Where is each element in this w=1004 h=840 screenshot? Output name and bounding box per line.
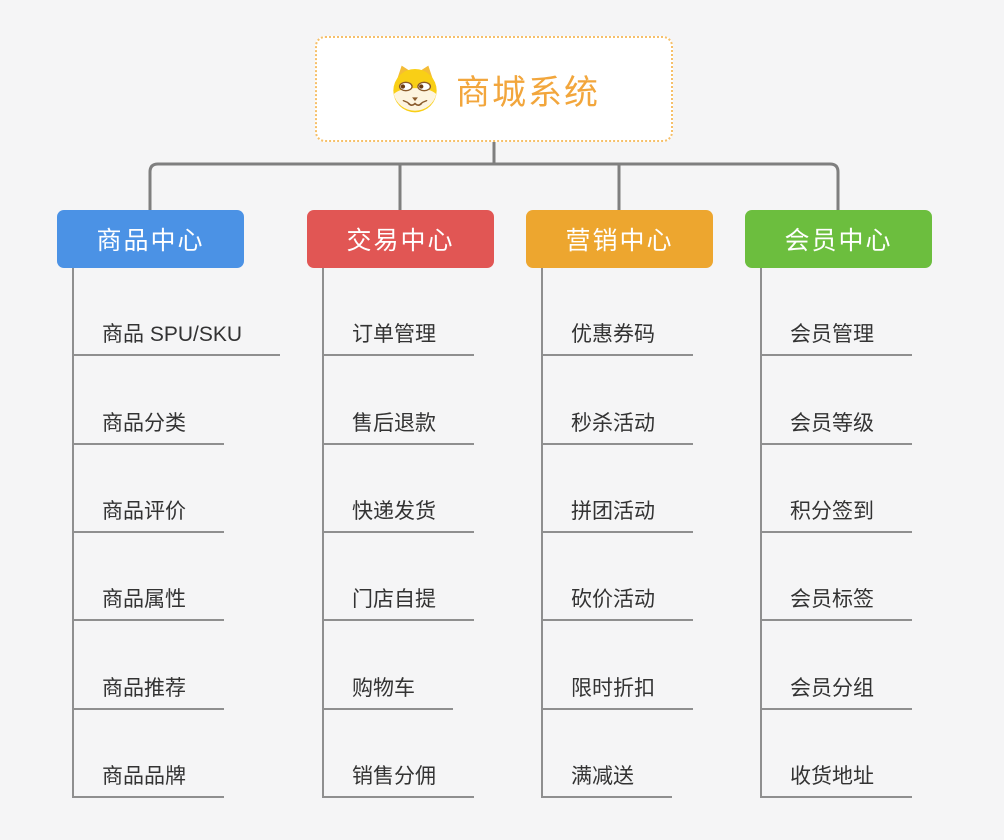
- leaf-node[interactable]: 满减送: [543, 760, 672, 798]
- leaf-row: 商品推荐: [74, 621, 244, 710]
- leaf-node[interactable]: 拼团活动: [543, 495, 693, 533]
- leaf-node[interactable]: 砍价活动: [543, 583, 693, 622]
- leaf-row: 商品评价: [74, 445, 244, 533]
- branch-children-product-center: 商品 SPU/SKU 商品分类 商品评价 商品属性 商品推荐 商品品牌: [72, 268, 281, 798]
- leaf-row: 会员管理: [762, 268, 932, 357]
- leaf-row: 销售分佣: [324, 710, 494, 798]
- leaf-row: 商品 SPU/SKU: [74, 268, 281, 357]
- leaf-row: 快递发货: [324, 445, 494, 533]
- branch-member-center: 会员中心 会员管理 会员等级 积分签到 会员标签 会员分组 收货地址: [745, 210, 932, 798]
- leaf-node[interactable]: 会员管理: [762, 318, 912, 357]
- leaf-row: 订单管理: [324, 268, 494, 357]
- branch-node-member-center[interactable]: 会员中心: [745, 210, 932, 268]
- leaf-row: 收货地址: [762, 710, 932, 798]
- leaf-node[interactable]: 收货地址: [762, 760, 912, 798]
- leaf-node[interactable]: 商品品牌: [74, 760, 224, 798]
- leaf-node[interactable]: 商品 SPU/SKU: [74, 318, 281, 357]
- leaf-node[interactable]: 会员标签: [762, 583, 912, 622]
- leaf-node[interactable]: 销售分佣: [324, 760, 474, 798]
- leaf-node[interactable]: 快递发货: [324, 495, 474, 533]
- branch-children-marketing-center: 优惠券码 秒杀活动 拼团活动 砍价活动 限时折扣 满减送: [541, 268, 713, 798]
- leaf-row: 商品分类: [74, 356, 244, 445]
- leaf-row: 商品属性: [74, 533, 244, 622]
- leaf-row: 积分签到: [762, 445, 932, 533]
- branch-children-trade-center: 订单管理 售后退款 快递发货 门店自提 购物车 销售分佣: [322, 268, 494, 798]
- root-node-title: 商城系统: [456, 73, 600, 112]
- leaf-node[interactable]: 秒杀活动: [543, 407, 693, 445]
- branch-node-trade-center[interactable]: 交易中心: [307, 210, 494, 268]
- leaf-row: 拼团活动: [543, 445, 713, 533]
- leaf-node[interactable]: 积分签到: [762, 495, 912, 533]
- leaf-node[interactable]: 会员等级: [762, 407, 912, 445]
- leaf-node[interactable]: 商品分类: [74, 407, 224, 445]
- leaf-node[interactable]: 优惠券码: [543, 318, 693, 357]
- leaf-row: 会员标签: [762, 533, 932, 622]
- branch-trade-center: 交易中心 订单管理 售后退款 快递发货 门店自提 购物车 销售分佣: [307, 210, 494, 798]
- leaf-row: 售后退款: [324, 356, 494, 445]
- leaf-row: 会员分组: [762, 621, 932, 710]
- leaf-node[interactable]: 会员分组: [762, 672, 912, 710]
- leaf-row: 限时折扣: [543, 621, 713, 710]
- leaf-node[interactable]: 商品属性: [74, 583, 224, 622]
- leaf-row: 会员等级: [762, 356, 932, 445]
- leaf-node[interactable]: 商品评价: [74, 495, 224, 533]
- leaf-node[interactable]: 门店自提: [324, 583, 474, 622]
- leaf-row: 砍价活动: [543, 533, 713, 622]
- leaf-row: 购物车: [324, 621, 494, 710]
- leaf-node[interactable]: 限时折扣: [543, 672, 693, 710]
- leaf-row: 秒杀活动: [543, 356, 713, 445]
- leaf-row: 商品品牌: [74, 710, 244, 798]
- leaf-node[interactable]: 订单管理: [324, 318, 474, 357]
- branch-marketing-center: 营销中心 优惠券码 秒杀活动 拼团活动 砍价活动 限时折扣 满减送: [526, 210, 713, 798]
- leaf-row: 优惠券码: [543, 268, 713, 357]
- root-node[interactable]: 商城系统: [315, 36, 673, 142]
- branch-node-marketing-center[interactable]: 营销中心: [526, 210, 713, 268]
- shiba-dog-icon: [393, 65, 437, 113]
- leaf-node[interactable]: 购物车: [324, 672, 453, 710]
- branch-product-center: 商品中心 商品 SPU/SKU 商品分类 商品评价 商品属性 商品推荐 商品品牌: [57, 210, 281, 798]
- branch-children-member-center: 会员管理 会员等级 积分签到 会员标签 会员分组 收货地址: [760, 268, 932, 798]
- leaf-row: 满减送: [543, 710, 713, 798]
- leaf-row: 门店自提: [324, 533, 494, 622]
- leaf-node[interactable]: 售后退款: [324, 407, 474, 445]
- leaf-node[interactable]: 商品推荐: [74, 672, 224, 710]
- branch-node-product-center[interactable]: 商品中心: [57, 210, 244, 268]
